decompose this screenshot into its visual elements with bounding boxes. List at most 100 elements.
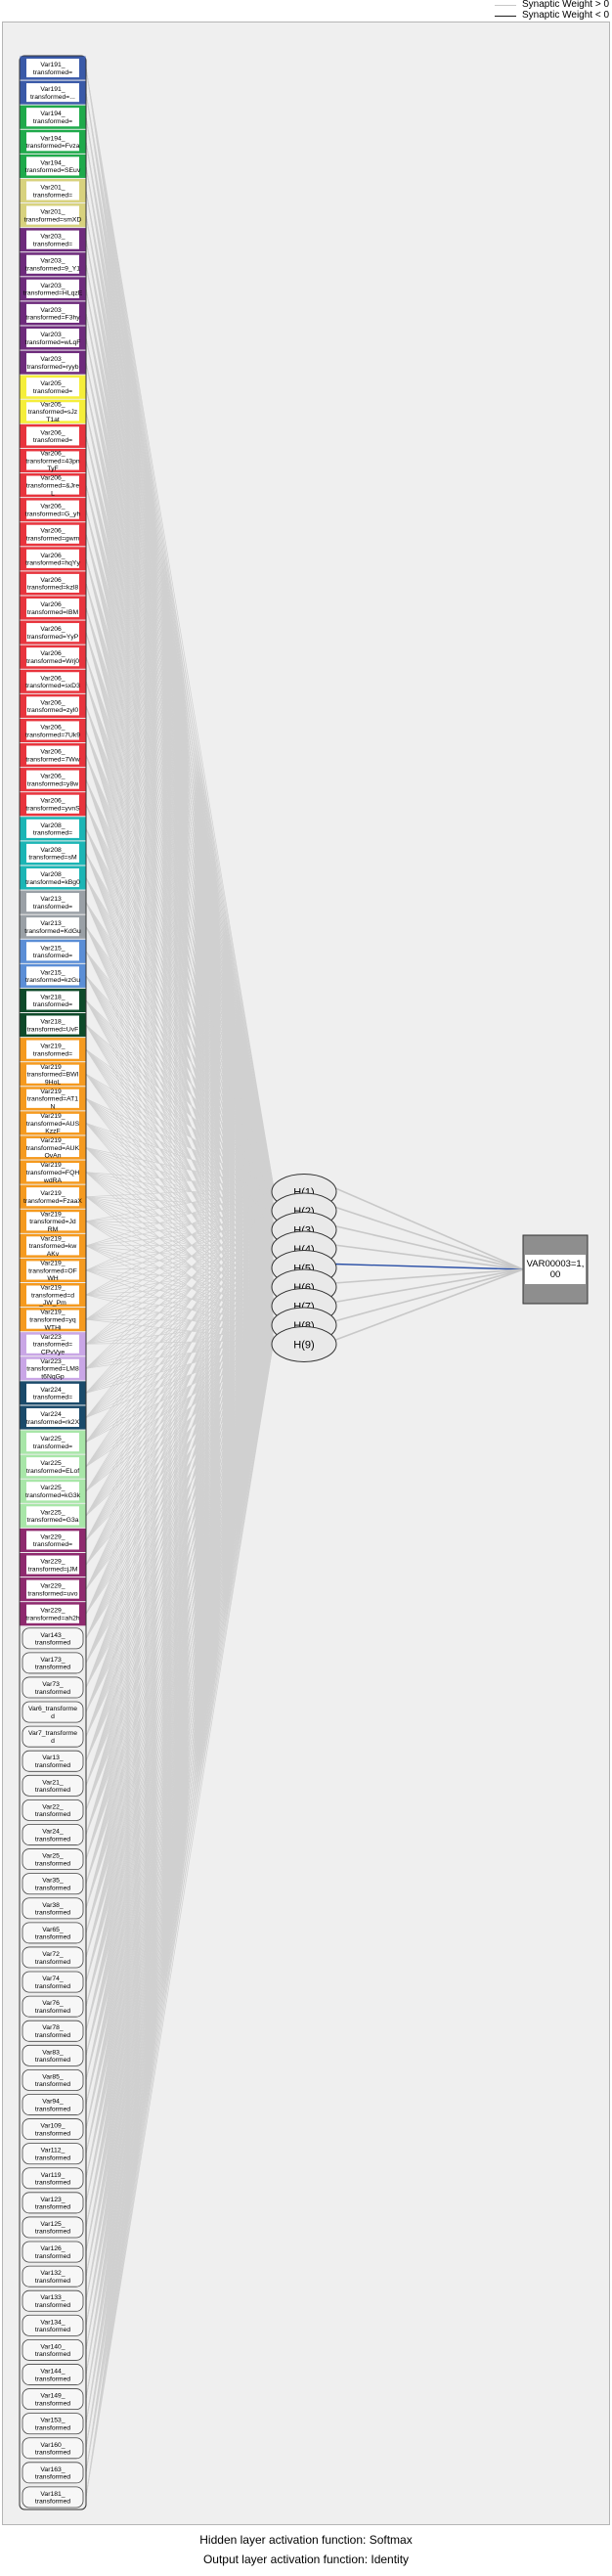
input-node-box <box>22 1652 84 1674</box>
input-node-label-line: Var203_ <box>40 332 65 338</box>
input-node-label-line: transformed=yq <box>29 1317 76 1324</box>
input-hidden-connection <box>85 1187 275 2056</box>
input-node: Var126_transformed <box>22 2241 84 2263</box>
input-node: Var94_transformed <box>22 2094 84 2115</box>
input-node-label-box <box>26 1113 79 1133</box>
input-node-label-line: Var213_ <box>40 896 65 903</box>
input-node-label-line: WH <box>47 1275 58 1282</box>
hidden-node: H(9) <box>271 1326 337 1362</box>
input-node-label: Var21_transformed <box>35 1779 70 1794</box>
input-node-label-box <box>26 770 79 789</box>
input-node-label-line: Var218_ <box>40 1019 65 1026</box>
input-node-label-box <box>26 1236 79 1256</box>
input-hidden-connection <box>85 1172 275 1226</box>
input-hidden-connection <box>85 1147 275 1188</box>
input-node-label-line: transformed=Wrj0 <box>26 658 79 665</box>
input-node-label-box <box>26 426 79 446</box>
hidden-output-connections <box>333 1186 524 1342</box>
input-hidden-connection <box>85 1074 275 1284</box>
input-node: Var76_transformed <box>22 1995 84 2018</box>
input-node-label-line: Var112_ <box>41 2148 66 2154</box>
input-node-label-line: transformed=kBg0 <box>25 879 80 886</box>
input-hidden-connection <box>85 999 275 1208</box>
legend-negative-label: Synaptic Weight < 0 <box>522 10 610 21</box>
input-hidden-connection <box>85 534 275 1188</box>
input-node-label-line: transformed= <box>33 1443 72 1450</box>
input-node-box <box>22 2289 84 2312</box>
input-node-label-line: Var203_ <box>40 283 65 289</box>
input-hidden-connection <box>85 1187 275 2130</box>
input-node: Var219_transformed=d_JW_Pm <box>20 1283 86 1307</box>
input-hidden-connection <box>85 681 275 1188</box>
input-hidden-connection <box>85 190 275 1188</box>
input-hidden-connection <box>85 1073 275 1188</box>
input-node-label-line: Var76_ <box>42 2000 64 2007</box>
input-node-label: Var191_transformed=... <box>30 86 75 101</box>
input-node-box <box>22 1995 84 2018</box>
input-node-box <box>22 2167 84 2190</box>
input-node-label-box <box>26 132 79 152</box>
input-node-label-line: transformed=y8w <box>27 780 78 787</box>
input-node-label-line: Var206_ <box>40 451 65 458</box>
input-node-label: Var38_transformed <box>35 1902 70 1917</box>
input-hidden-connection <box>85 1187 275 2400</box>
input-node-label: Var65_transformed <box>35 1927 70 1941</box>
input-hidden-connection <box>85 1147 275 1246</box>
input-node-label-line: Var219_ <box>40 1137 65 1144</box>
input-node-label-line: transformed <box>35 2253 70 2260</box>
input-node-box <box>22 2216 84 2239</box>
input-hidden-connection <box>85 1123 275 1284</box>
input-node-box <box>22 1848 84 1871</box>
input-node-label-line: Var149_ <box>40 2393 65 2400</box>
input-node-label: Var229_transformed=jJM <box>28 1559 78 1574</box>
input-node: Var153_transformed <box>22 2413 84 2435</box>
input-node-label-line: transformed=AUK <box>26 1145 80 1152</box>
input-node-label-line: transformed=zyl0 <box>27 707 79 714</box>
input-node-label-line: Var78_ <box>42 2024 64 2031</box>
input-node-label: Var22_transformed <box>35 1803 70 1818</box>
input-node-label-line: transformed <box>35 1689 70 1696</box>
input-node-label-line: transformed= <box>33 1395 72 1401</box>
input-node: Var224_transformed=rk2X <box>20 1405 86 1430</box>
input-hidden-connection <box>85 1244 275 2498</box>
input-node-label-line: Var206_ <box>40 528 65 535</box>
input-node-label-line: Var219_ <box>40 1162 65 1169</box>
input-node-label-box <box>26 1285 79 1305</box>
input-node-label-line: transformed=AT1 <box>27 1096 78 1103</box>
input-node-label-line: Var206_ <box>40 601 65 608</box>
input-node: Var208_transformed= <box>20 817 86 841</box>
input-node: Var134_transformed <box>22 2314 84 2336</box>
input-hidden-connection <box>85 1206 275 1222</box>
input-hidden-connection <box>85 1187 275 1566</box>
input-node-label-line: Var206_ <box>40 798 65 805</box>
input-hidden-connection <box>85 1244 275 1247</box>
input-node: Var206_transformed=sxD3 <box>20 669 86 693</box>
input-node-label-line: Var225_ <box>40 1509 65 1516</box>
input-hidden-connection <box>85 1187 275 1590</box>
input-hidden-connection <box>85 1244 275 2449</box>
input-node-label-line: Var191_ <box>40 62 65 68</box>
input-hidden-connection <box>85 999 275 1284</box>
input-node: Var213_transformed=KdGu <box>20 914 86 939</box>
input-hidden-connection <box>85 1245 275 1303</box>
input-node: Var224_transformed= <box>20 1381 86 1405</box>
input-hidden-connection <box>85 1187 275 1418</box>
input-node: Var218_transformed=UvF <box>20 1013 86 1038</box>
input-node-label-line: transformed=... <box>30 94 75 101</box>
input-hidden-connection <box>85 1302 275 2498</box>
input-node-label-line: Var219_ <box>40 1261 65 1267</box>
input-node-label: Var76_transformed <box>35 2000 70 2015</box>
input-node-label: Var218_transformed=UvF <box>27 1019 79 1034</box>
legend-negative: Synaptic Weight < 0 <box>477 10 612 22</box>
input-node-label: Var206_transformed=7Uk9 <box>25 724 80 738</box>
input-node-label-line: Var24_ <box>42 1829 64 1836</box>
input-node-label-line: Var223_ <box>40 1358 65 1365</box>
input-hidden-connection <box>85 1187 275 2498</box>
input-hidden-connection <box>85 1123 275 1226</box>
input-node-label-line: transformed=sxD3 <box>25 683 80 689</box>
input-hidden-connection <box>85 1147 275 1303</box>
input-node: Var203_transformed=HLqzE <box>20 277 86 301</box>
